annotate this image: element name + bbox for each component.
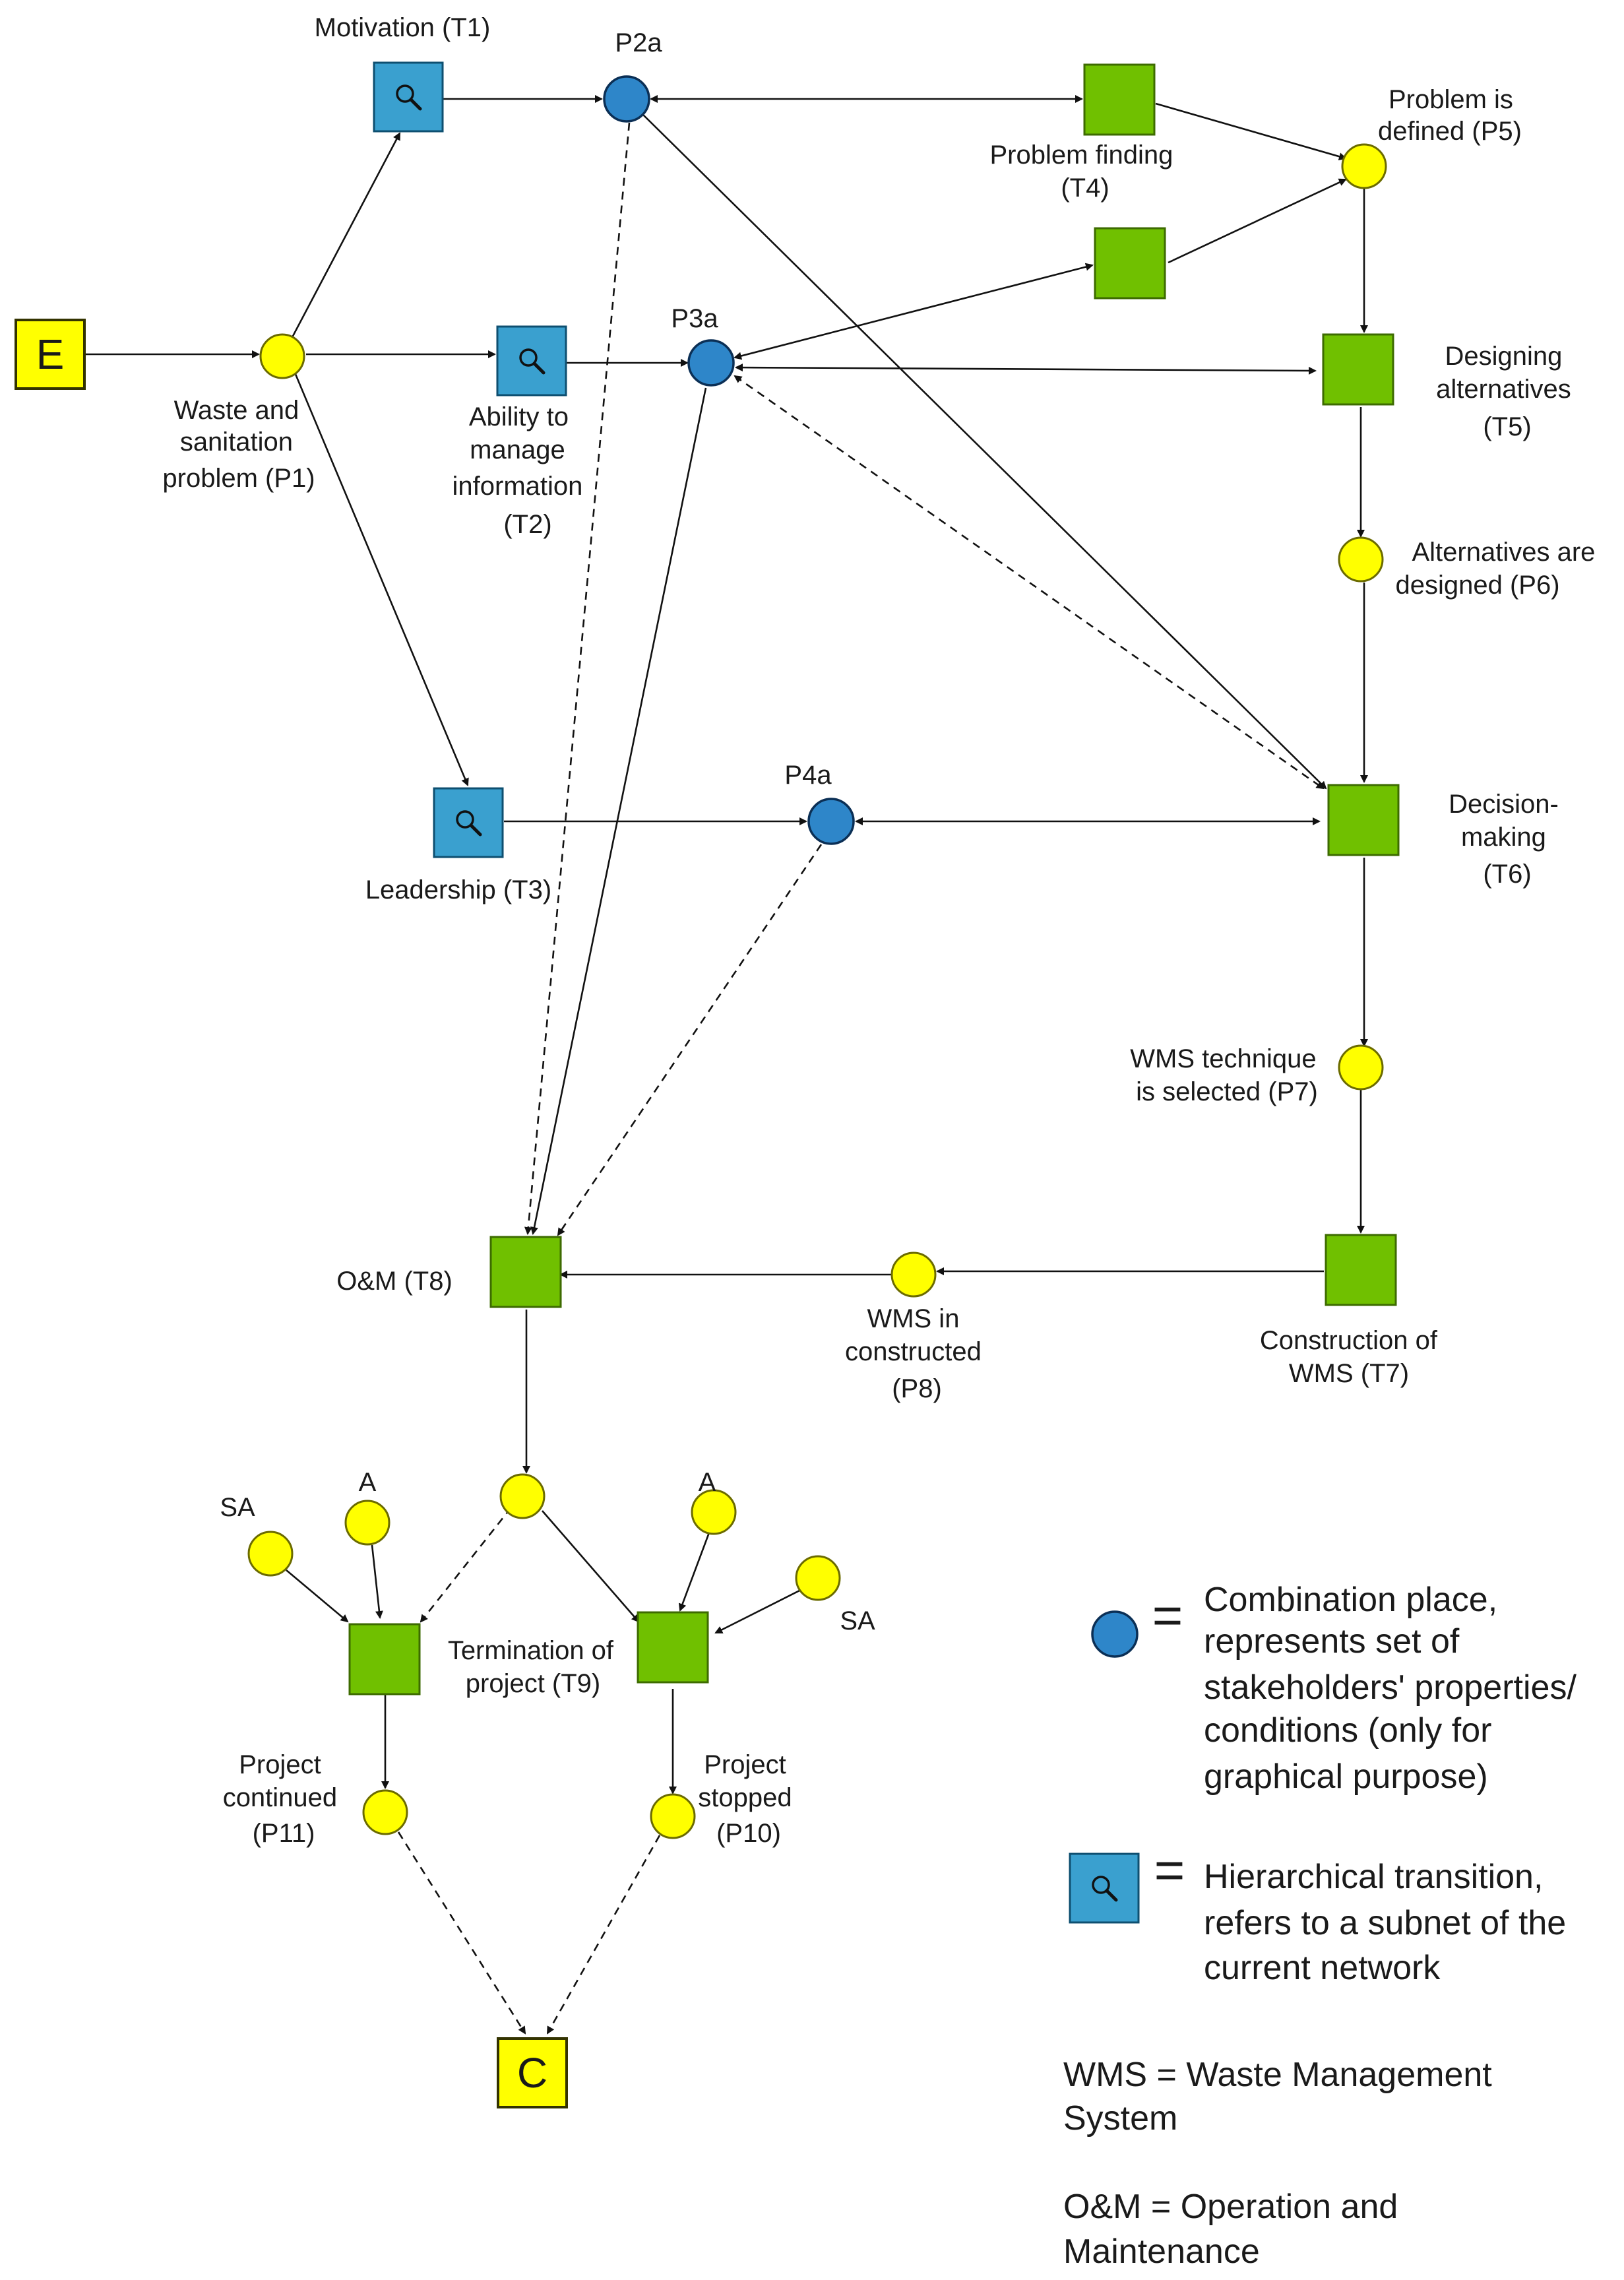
- place-p7: [1338, 1044, 1384, 1091]
- label-sa-left: SA: [220, 1493, 255, 1522]
- label-p3a: P3a: [671, 304, 718, 333]
- place-p2a: [603, 75, 650, 123]
- label-a-left: A: [359, 1468, 377, 1497]
- legend-hierarchical-text: Hierarchical transition, refers to a sub…: [1204, 1858, 1576, 1987]
- terminal-c: C: [497, 2037, 568, 2108]
- label-p6: Alternatives are designed (P6): [1395, 538, 1602, 600]
- arc-t4-p5: [1155, 102, 1347, 160]
- label-t9: Termination of project (T9): [448, 1636, 621, 1698]
- arc-sa-right-t9right: [714, 1587, 805, 1634]
- label-a-right: A: [699, 1468, 716, 1497]
- label-p7: WMS technique is selected (P7): [1130, 1044, 1323, 1106]
- arc-p11-c: [397, 1831, 526, 2035]
- arc-p2a-t8: [524, 122, 631, 1235]
- label-p2a: P2a: [615, 28, 662, 57]
- label-sa-right: SA: [840, 1606, 875, 1635]
- transition-t4b: [1094, 227, 1166, 300]
- place-p-mid: [499, 1473, 546, 1519]
- legend-wms-text: WMS = Waste Management System: [1063, 2056, 1501, 2138]
- transition-t1: [373, 61, 444, 133]
- place-sa-left: [247, 1531, 294, 1577]
- legend-combination-place-icon: [1091, 1610, 1139, 1658]
- label-p4a: P4a: [784, 761, 832, 790]
- place-sa-right: [795, 1555, 841, 1601]
- place-p4a: [807, 798, 855, 845]
- arc-p3a-t4b: [734, 263, 1094, 360]
- place-p5: [1341, 143, 1387, 189]
- place-p10: [650, 1793, 696, 1839]
- place-p3a: [687, 339, 735, 387]
- label-p11: Project continued (P11): [223, 1750, 345, 1848]
- label-p8: WMS in constructed (P8): [845, 1304, 989, 1403]
- place-a-right: [691, 1489, 737, 1535]
- label-t5: Designing alternatives (T5): [1436, 342, 1578, 441]
- transition-t8: [489, 1236, 562, 1308]
- place-p11: [362, 1789, 408, 1835]
- arc-p2a-t6: [642, 114, 1327, 790]
- arc-a-left-t9left: [371, 1544, 383, 1619]
- place-a-left: [344, 1500, 390, 1546]
- transition-t9-left: [348, 1623, 421, 1695]
- arc-p4a-t8: [557, 844, 823, 1236]
- label-t3: Leadership (T3): [365, 875, 551, 904]
- transition-t5: [1322, 333, 1394, 406]
- arc-a-right-t9right: [678, 1529, 712, 1612]
- arc-p3a-t8: [530, 387, 707, 1235]
- legend-equals: =: [1152, 1586, 1183, 1645]
- terminal-e: E: [15, 319, 86, 390]
- transition-t7: [1325, 1234, 1397, 1306]
- terminal-c-label: C: [517, 2049, 547, 2097]
- arc-pmid-t9left: [420, 1507, 513, 1623]
- label-p10: Project stopped (P10): [698, 1750, 799, 1848]
- label-t6: Decision- making (T6): [1449, 790, 1566, 889]
- label-p5: Problem is defined (P5): [1378, 85, 1522, 146]
- legend-combination-text: Combination place, represents set of sta…: [1204, 1581, 1586, 1796]
- label-p1: Waste and sanitation problem (P1): [162, 396, 315, 493]
- label-t2: Ability to manage information (T2): [453, 402, 590, 539]
- arc-p1-t1: [289, 132, 401, 342]
- legend-om-text: O&M = Operation and Maintenance: [1063, 2188, 1408, 2271]
- terminal-e-label: E: [36, 331, 65, 378]
- arc-t4b-p5: [1168, 178, 1347, 264]
- legend: = Combination place, represents set of s…: [1063, 1581, 1586, 2271]
- arc-p3a-t6: [734, 375, 1325, 790]
- transition-t2: [496, 325, 567, 396]
- label-t7: Construction of WMS (T7): [1260, 1326, 1445, 1388]
- transition-t9-right: [637, 1611, 709, 1684]
- edges: [84, 95, 1368, 2035]
- label-t4: Problem finding (T4): [989, 141, 1180, 203]
- place-p6: [1338, 536, 1384, 583]
- place-p8: [890, 1251, 937, 1298]
- legend-hierarchical-transition-icon: [1069, 1852, 1140, 1924]
- label-t8: O&M (T8): [336, 1267, 453, 1296]
- transition-t4: [1083, 63, 1156, 136]
- place-p1: [259, 333, 305, 379]
- arc-p1-t3: [292, 369, 469, 786]
- arc-p10-c: [546, 1835, 661, 2035]
- arc-pmid-t9right: [542, 1510, 640, 1623]
- transition-t6: [1327, 784, 1400, 856]
- arc-sa-left-t9left: [286, 1569, 349, 1623]
- arc-p3a-t5: [735, 364, 1317, 375]
- transition-t3: [433, 787, 504, 858]
- label-t1: Motivation (T1): [315, 13, 491, 42]
- legend-equals-2: =: [1154, 1841, 1185, 1899]
